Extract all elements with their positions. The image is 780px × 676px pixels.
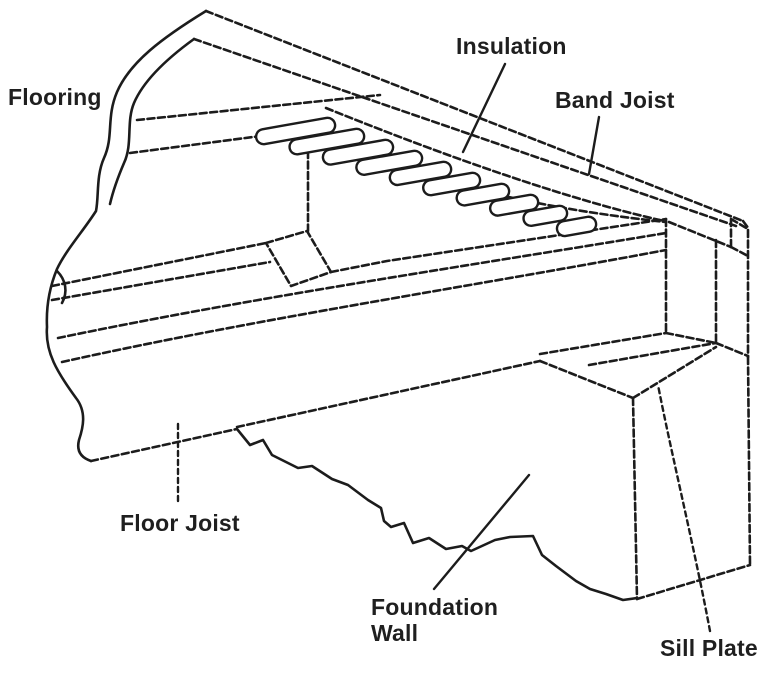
joist-blocking <box>264 229 333 288</box>
insulation-coil <box>355 149 424 176</box>
foundation-torn-edge <box>235 427 639 602</box>
foundation-top-front-edge <box>538 359 635 400</box>
foundation-wall-label: Foundation Wall <box>371 594 499 646</box>
foundation-right-top-edge <box>631 345 718 400</box>
sill-plate-label: Sill Plate <box>660 635 758 661</box>
insulation-coil <box>321 138 395 166</box>
insulation-coil <box>522 204 569 228</box>
flooring-underside-rear-edge <box>135 93 382 122</box>
foundation-top-left-edge <box>235 359 542 429</box>
sill-front-arris <box>587 341 718 367</box>
flooring-label: Flooring <box>8 84 102 110</box>
front-joist-lower-arris <box>60 248 668 364</box>
front-joist-bottom-edge <box>89 427 239 463</box>
insulation-leader-line <box>461 62 507 154</box>
band-joist-corner-bevel <box>741 219 751 231</box>
band-joist-end-face <box>729 217 750 258</box>
insulation-coil <box>422 171 482 197</box>
flooring-bottom-edge <box>192 37 738 228</box>
sill-plate-structure <box>538 331 750 367</box>
band-joist-label: Band Joist <box>555 87 675 113</box>
front-joist-top-edge-right <box>329 217 668 274</box>
band-joist-structure <box>664 217 751 359</box>
foundation-wall-leader-line <box>432 473 531 591</box>
flooring-top-edge <box>204 9 745 223</box>
foundation-right-outer-edge <box>746 355 752 567</box>
foundation-wall-structure <box>235 345 752 602</box>
front-joist-top-front-edge <box>50 260 272 302</box>
sill-top-rear-edge <box>538 331 668 356</box>
sill-top-right-edge <box>664 331 718 345</box>
floor-joist-label: Floor Joist <box>120 510 240 536</box>
foundation-front-corner <box>631 396 639 601</box>
flooring-torn-edge-outer <box>45 9 208 463</box>
insulation-batt-coils <box>254 116 598 238</box>
flooring-sheet <box>45 9 745 463</box>
insulation-coil <box>555 215 598 238</box>
flooring-torn-fold <box>55 269 67 305</box>
insulation-bay-rear-edge <box>324 106 666 223</box>
band-joist-leader-line <box>587 115 601 176</box>
insulation-coil <box>388 160 453 187</box>
insulation-coil <box>455 182 511 207</box>
insulation-label: Insulation <box>456 33 567 59</box>
front-joist-top-rear-edge <box>50 241 268 288</box>
foundation-bottom-right-edge <box>635 563 752 601</box>
sill-plate-leader-line <box>656 383 712 633</box>
front-joist-upper-arris <box>56 231 668 340</box>
flooring-torn-edge-inner <box>108 37 196 206</box>
insulation-coil <box>488 193 540 217</box>
sill-bottom-right-edge <box>714 341 750 358</box>
leader-lines <box>176 62 712 633</box>
band-joist-bottom-arris <box>667 220 733 249</box>
